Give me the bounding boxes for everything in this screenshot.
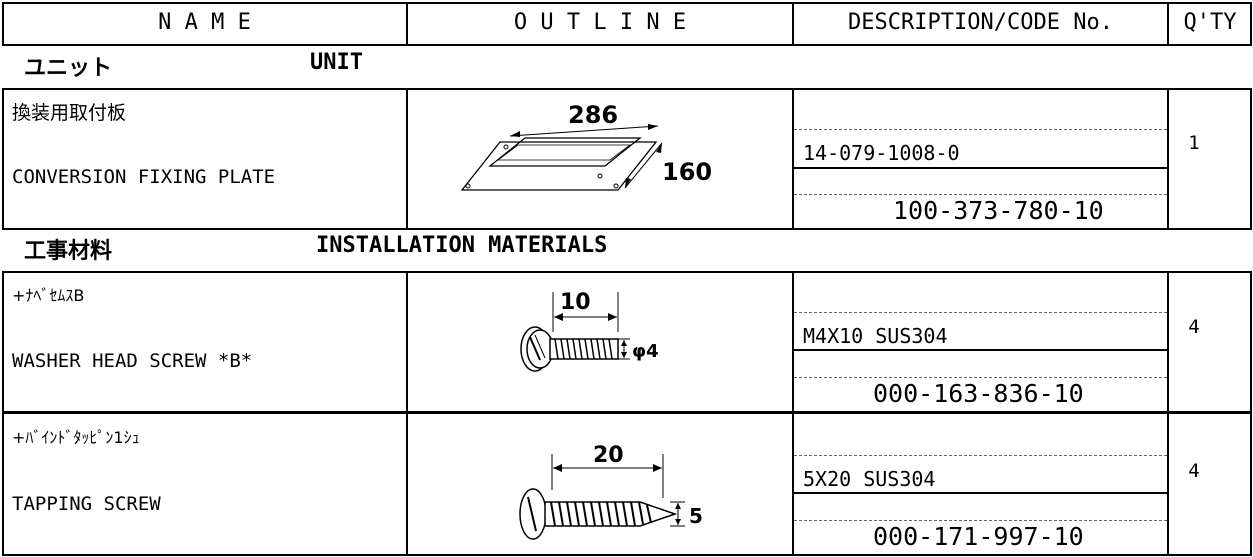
fixing-plate-outline: 286 160 — [460, 101, 712, 191]
section-title-en: INSTALLATION MATERIALS — [316, 233, 608, 258]
item-qty: 1 — [1188, 132, 1200, 154]
item-name-jp: +ﾊﾞｲﾝﾄﾞﾀｯﾋﾟﾝ1ｼｭ — [12, 428, 140, 447]
item-name-en: WASHER HEAD SCREW *B* — [12, 350, 253, 372]
item-code: 000-171-997-10 — [873, 522, 1084, 551]
section-title-jp: ユニット — [24, 56, 113, 81]
item-qty: 4 — [1188, 460, 1200, 482]
tapping-screw-icon: 20 5 — [519, 443, 703, 540]
dim-length: 20 — [593, 443, 624, 468]
item-name-jp: +ﾅﾍﾞｾﾑｽB — [12, 286, 85, 305]
header-name: N A M E — [158, 9, 251, 35]
item-code: 000-163-836-10 — [873, 379, 1084, 408]
dim-diameter: φ4 — [632, 341, 659, 362]
item-code: 100-373-780-10 — [893, 196, 1104, 225]
dim-depth: 160 — [662, 158, 712, 186]
item-description: M4X10 SUS304 — [803, 324, 948, 348]
dim-length: 10 — [560, 290, 591, 315]
item-description: 5X20 SUS304 — [803, 467, 936, 491]
section-title-jp: 工事材料 — [24, 239, 113, 264]
header-description: DESCRIPTION/CODE No. — [848, 9, 1113, 35]
header-qty: Q'TY — [1183, 9, 1237, 35]
item-name-en: TAPPING SCREW — [12, 493, 161, 515]
washer-head-screw-icon: 10 φ4 — [520, 290, 659, 372]
item-name-jp: 換装用取付板 — [12, 102, 127, 124]
section-title-en: UNIT — [310, 50, 363, 75]
item-qty: 4 — [1188, 316, 1200, 338]
dim-thread: 5 — [689, 504, 703, 528]
item-description: 14-079-1008-0 — [803, 141, 960, 165]
header-outline: O U T L I N E — [513, 9, 687, 35]
item-name-en: CONVERSION FIXING PLATE — [12, 166, 276, 188]
dim-width: 286 — [568, 101, 618, 129]
